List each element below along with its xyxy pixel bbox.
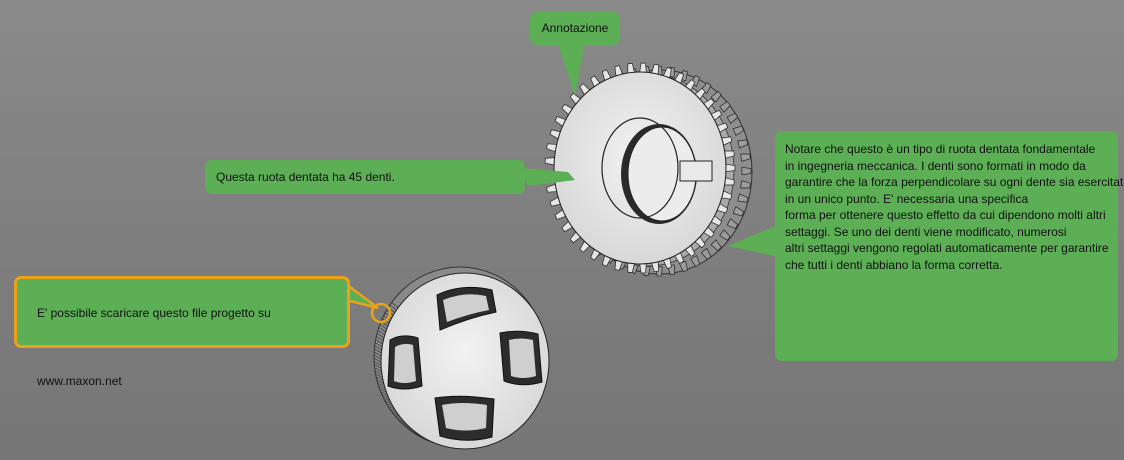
download-callout-selected[interactable]: E' possibile scaricare questo file proge… [14, 276, 350, 388]
description-line: in ingegneria meccanica. I denti sono fo… [785, 158, 1086, 173]
coupling-disc-model[interactable] [370, 266, 550, 450]
gear-description-callout[interactable]: Notare che questo è un tipo di ruota den… [775, 131, 1124, 361]
download-note-pointer [344, 281, 379, 310]
annotation-title-callout[interactable]: Annotazione [530, 12, 620, 45]
teeth-count-text: Questa ruota dentata ha 45 denti. [216, 170, 395, 184]
teeth-count-callout[interactable]: Questa ruota dentata ha 45 denti. [205, 160, 525, 194]
description-line: forma per ottenere questo effetto da cui… [785, 208, 1106, 222]
description-line: in un unico punto. E' necessaria una spe… [785, 191, 1029, 206]
description-line: che tutti i denti abbiano la forma corre… [785, 257, 1003, 272]
description-line: Notare che questo è un tipo di ruota den… [785, 142, 1096, 156]
spur-gear-model[interactable] [544, 62, 753, 277]
description-pointer [728, 226, 775, 256]
description-line: garantire che la forza perpendicolare su… [785, 175, 1124, 189]
annotation-pointer [558, 45, 584, 96]
download-text: E' possibile scaricare questo file proge… [37, 306, 271, 388]
description-line: settaggi. Se uno dei denti viene modific… [785, 224, 1067, 239]
description-line: altri settaggi vengono regolati automati… [785, 241, 1109, 255]
teeth-note-pointer [520, 168, 575, 186]
annotation-title-text: Annotazione [541, 21, 609, 35]
selection-handle[interactable] [370, 302, 392, 324]
